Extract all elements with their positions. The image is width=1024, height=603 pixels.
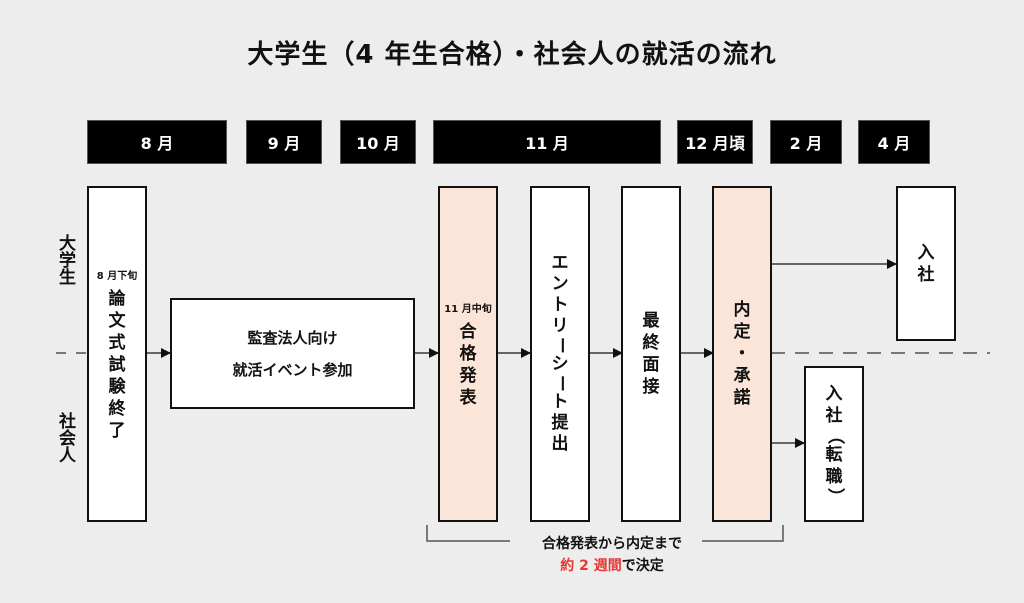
step-label-char: 社 — [917, 264, 935, 285]
step-final-interview: 最終面接 — [621, 186, 681, 522]
bracket — [702, 525, 784, 542]
step-label-char: （ — [824, 427, 844, 444]
month-header-sep: 9 月 — [246, 120, 322, 164]
page-title: 大学生（4 年生合格）・社会人の就活の流れ — [247, 40, 777, 70]
step-audit-firm-event: 監査法人向け 就活イベント参加 — [170, 298, 415, 409]
step-label-char: ー — [550, 337, 571, 354]
step-label-char: 最 — [642, 311, 660, 331]
step-label-char: 承 — [733, 366, 751, 386]
step-label-char: ト — [551, 295, 569, 315]
step-label-char: 終 — [642, 333, 660, 353]
step-label: エントリーシート提出 — [550, 253, 571, 455]
step-label-char: ン — [551, 274, 569, 294]
step-essay-exam-completed: 8 月下旬 論文式試験終了 — [87, 186, 147, 522]
step-label-char: 社 — [825, 406, 843, 426]
step-label-char: シ — [551, 354, 569, 374]
step-label-char: ト — [551, 392, 569, 412]
month-header-aug: 8 月 — [87, 120, 227, 164]
month-header-dec: 12 月頃 — [677, 120, 753, 164]
step-entry-sheet-submission: エントリーシート提出 — [530, 186, 590, 522]
step-label-char: ・ — [733, 344, 751, 364]
step-label-char: 発 — [459, 365, 477, 386]
step-label-char: 入 — [825, 384, 843, 404]
step-label-char: 験 — [108, 376, 126, 397]
step-label-char: 接 — [642, 377, 660, 397]
step-label-char: 文 — [108, 310, 126, 331]
step-label-char: リ — [551, 316, 569, 336]
step-label-char: ー — [550, 375, 571, 392]
month-header-nov: 11 月 — [433, 120, 661, 164]
month-header-feb: 2 月 — [770, 120, 842, 164]
step-join-company-student: 入社 — [896, 186, 956, 341]
duration-note-rest: で決定 — [621, 558, 664, 574]
step-date-note: 8 月下旬 — [96, 270, 138, 282]
step-label-char: 職 — [825, 467, 843, 487]
month-header-oct: 10 月 — [340, 120, 416, 164]
step-label-char: 終 — [108, 398, 126, 419]
step-label: 内定・承諾 — [734, 299, 751, 409]
month-header-apr: 4 月 — [858, 120, 930, 164]
bracket — [426, 525, 510, 542]
lane-worker-text: 社会人 — [55, 412, 75, 463]
lane-label-student: 大学生 — [54, 234, 76, 285]
step-label-char: 諾 — [733, 388, 751, 408]
step-label-char: 格 — [459, 343, 477, 364]
step-label-char: 表 — [459, 387, 477, 408]
step-label: 合格発表 — [460, 321, 477, 409]
step-label-char: 論 — [108, 288, 126, 309]
lane-student-text: 大学生 — [55, 234, 75, 285]
step-label-line2: 就活イベント参加 — [232, 360, 353, 379]
step-label-char: 定 — [733, 322, 751, 342]
step-label-line1: 監査法人向け — [247, 328, 338, 347]
step-label-char: 式 — [108, 332, 126, 353]
step-label: 入社 — [918, 242, 935, 286]
lane-label-worker: 社会人 — [54, 412, 76, 463]
step-label-char: 入 — [917, 242, 935, 263]
step-label-char: 面 — [642, 355, 660, 375]
duration-note: 合格発表から内定まで 約 2 週間で決定 — [412, 533, 812, 577]
step-label-char: 提 — [551, 413, 569, 433]
step-label-char: 合 — [459, 321, 477, 342]
step-label-char: 試 — [108, 354, 126, 375]
step-label-char: 内 — [733, 300, 751, 320]
duration-note-line1: 合格発表から内定まで — [542, 536, 682, 552]
duration-highlight: 約 2 週間 — [560, 558, 622, 574]
step-label-char: 転 — [825, 445, 843, 465]
step-pass-announcement: 11 月中旬 合格発表 — [438, 186, 498, 522]
step-label: 論文式試験終了 — [109, 288, 126, 442]
step-date-note: 11 月中旬 — [444, 303, 492, 315]
step-label-char: エ — [551, 253, 569, 273]
step-label-char: 出 — [551, 434, 569, 454]
step-join-company-career-change: 入社（転職） — [804, 366, 864, 522]
step-offer-acceptance: 内定・承諾 — [712, 186, 772, 522]
duration-note-line2: 約 2 週間で決定 — [412, 555, 812, 577]
step-label-char: 了 — [108, 420, 126, 441]
step-label: 最終面接 — [643, 310, 660, 398]
step-label-char: ） — [824, 488, 844, 505]
step-label: 入社（転職） — [823, 383, 845, 505]
